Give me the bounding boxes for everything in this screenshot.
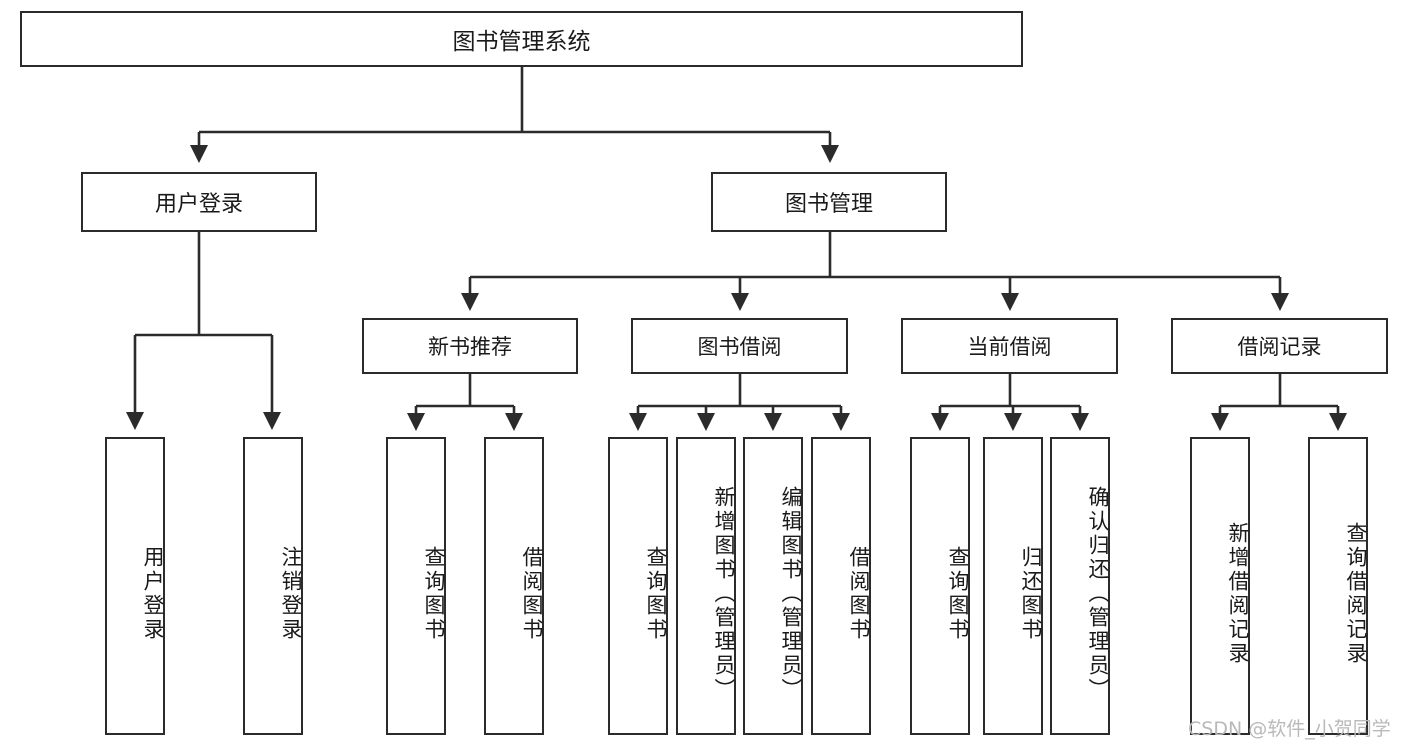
leaf-borrow-book-1[interactable]: 借阅图书: [484, 437, 544, 735]
leaf-edit-book[interactable]: 编辑图书（管理员）: [743, 437, 803, 735]
watermark: CSDN @软件_小贺同学: [1188, 718, 1391, 740]
leaf-logout-login[interactable]: 注销登录: [243, 437, 303, 735]
leaf-return-book[interactable]: 归还图书: [983, 437, 1043, 735]
leaf-confirm-return[interactable]: 确认归还（管理员）: [1050, 437, 1110, 735]
leaf-query-record[interactable]: 查询借阅记录: [1308, 437, 1368, 735]
leaf-add-record[interactable]: 新增借阅记录: [1190, 437, 1250, 735]
leaf-borrow-book-2[interactable]: 借阅图书: [811, 437, 871, 735]
node-book-manage[interactable]: 图书管理: [711, 172, 947, 232]
node-root[interactable]: 图书管理系统: [20, 11, 1023, 67]
node-current-borrow[interactable]: 当前借阅: [901, 318, 1118, 374]
leaf-user-login[interactable]: 用户登录: [105, 437, 165, 735]
node-new-book-recommend[interactable]: 新书推荐: [362, 318, 578, 374]
node-book-borrow[interactable]: 图书借阅: [631, 318, 848, 374]
leaf-add-book[interactable]: 新增图书（管理员）: [676, 437, 736, 735]
leaf-query-book-2[interactable]: 查询图书: [608, 437, 668, 735]
node-user-login[interactable]: 用户登录: [81, 172, 317, 232]
leaf-query-book-1[interactable]: 查询图书: [386, 437, 446, 735]
leaf-query-book-3[interactable]: 查询图书: [910, 437, 970, 735]
node-borrow-record[interactable]: 借阅记录: [1171, 318, 1388, 374]
